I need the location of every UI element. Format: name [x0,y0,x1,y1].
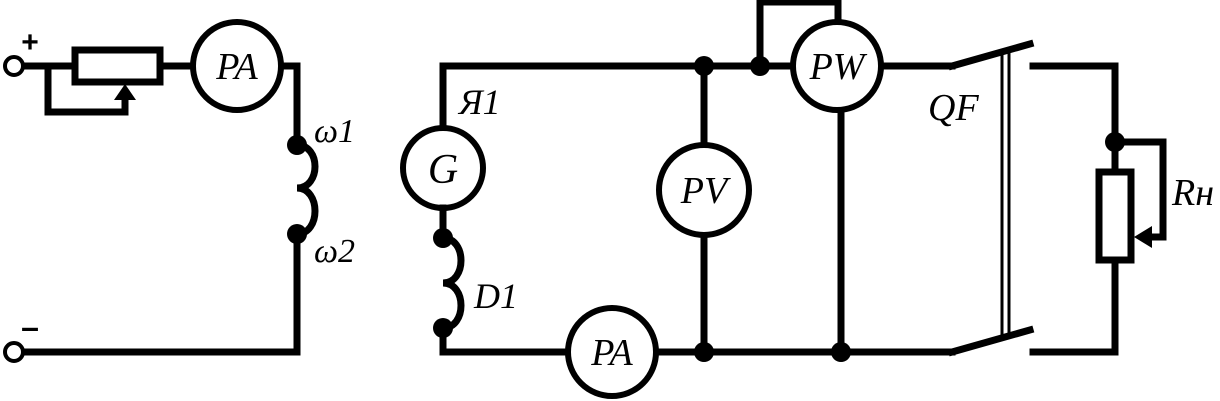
load-resistor [1095,168,1135,264]
series-field-coil [439,204,465,332]
coil-top-dot [433,228,453,248]
plus-sign: + [21,26,39,59]
wattmeter-bottom-node [831,342,851,362]
voltmeter-top-node [694,56,714,76]
load-ammeter-label: PA [590,332,633,374]
breaker-top-contact [947,39,1035,71]
top-rail [439,62,956,130]
field-winding-label: D1 [473,276,518,316]
rheostat [71,46,164,86]
armature-label: Я1 [457,82,501,122]
rheostat-arrow [114,84,136,100]
minus-sign: – [21,309,39,345]
load-label: Rн [1171,172,1214,214]
coil-bottom-dot [433,318,453,338]
wattmeter-label: PW [809,46,868,88]
load-wire [1029,62,1119,356]
winding-start-label: ω1 [314,113,355,150]
breaker-label: QF [928,87,979,129]
field-ammeter-label: PA [215,46,258,88]
plus-terminal [3,55,25,77]
voltmeter-bottom-node [694,342,714,362]
excitation-coil [293,141,319,238]
left-circuit: PA + – ω1 ω2 [3,19,355,363]
left-bottom-wire [16,230,301,356]
winding-start-dot [287,135,307,155]
load-slider-arrow [1134,226,1152,248]
voltmeter-label: PV [680,170,731,212]
right-circuit: G Я1 D1 PA PV PW QF Rн [400,0,1214,399]
wattmeter-node [750,56,770,76]
load-slider [1111,138,1167,241]
minus-terminal [3,341,25,363]
winding-end-label: ω2 [314,233,355,270]
breaker-bottom-contact [947,325,1035,357]
generator-label: G [428,147,458,193]
load-ammeter [565,305,659,399]
field-ammeter [190,19,284,113]
voltmeter [656,142,752,238]
wattmeter [790,19,884,113]
rheostat-slider [44,62,129,116]
wattmeter-voltage-coil [756,0,842,70]
